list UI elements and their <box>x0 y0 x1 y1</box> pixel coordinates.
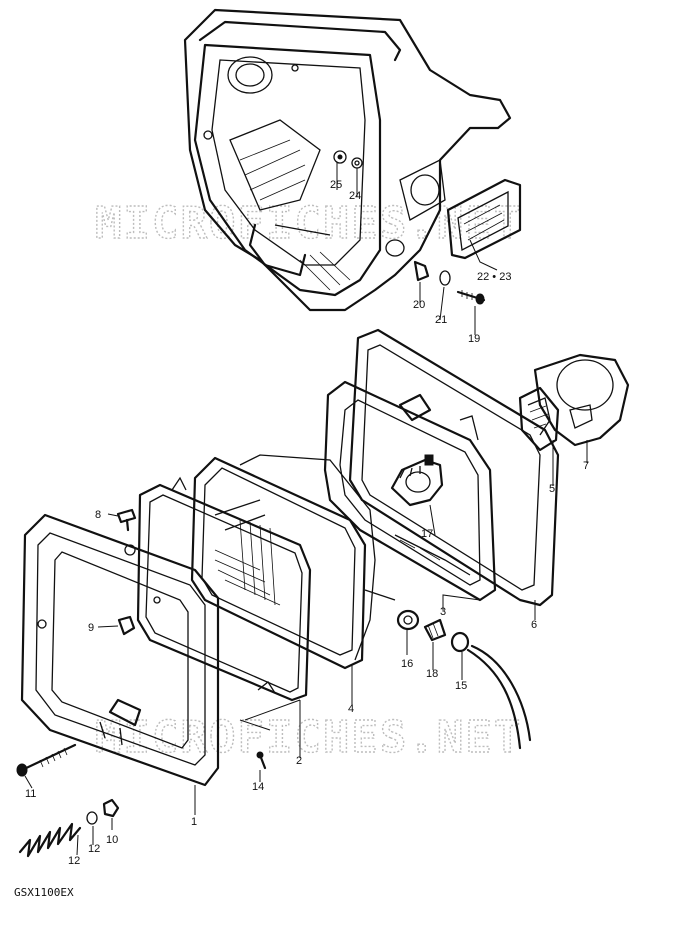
callout-17: 17 <box>421 528 433 540</box>
callout-12-washer: 12 <box>88 843 100 855</box>
bulb-18 <box>423 618 447 642</box>
washer-21 <box>439 270 451 286</box>
washer-12 <box>86 811 98 825</box>
headlamp-rim-1 <box>20 513 220 787</box>
leader-lines <box>24 162 588 856</box>
seal-rim-6 <box>348 328 560 607</box>
callout-4: 4 <box>348 703 354 715</box>
retaining-ring-2 <box>136 476 312 702</box>
emblem-22-23 <box>446 178 522 260</box>
callout-11: 11 <box>25 788 36 800</box>
callout-5: 5 <box>549 483 555 495</box>
callout-6: 6 <box>531 619 537 631</box>
callout-22-23: 22 • 23 <box>477 271 511 283</box>
callout-20: 20 <box>413 299 425 311</box>
model-label: GSX1100EX <box>14 886 74 899</box>
nut-10 <box>102 798 120 818</box>
callout-12-spring: 12 <box>68 855 80 867</box>
callout-8: 8 <box>95 509 101 521</box>
adjusting-screw-11 <box>16 743 77 777</box>
callout-21: 21 <box>435 314 447 326</box>
callout-16: 16 <box>401 658 413 670</box>
callout-3: 3 <box>440 606 446 618</box>
grommet-20 <box>385 239 430 282</box>
callout-9: 9 <box>88 622 94 634</box>
nut-9 <box>117 615 136 636</box>
callout-14: 14 <box>252 781 264 793</box>
callout-1: 1 <box>191 816 197 828</box>
callout-2: 2 <box>296 755 302 767</box>
callout-24: 24 <box>349 190 361 202</box>
bulb-17 <box>390 454 444 507</box>
headlamp-housing <box>183 8 512 312</box>
callout-19: 19 <box>468 333 480 345</box>
callout-25: 25 <box>330 179 342 191</box>
screw-19 <box>456 290 486 305</box>
watermark-bottom: MICROFICHES.NET <box>95 712 522 763</box>
sealed-beam-4 <box>190 454 396 670</box>
callout-18: 18 <box>426 668 438 680</box>
screw-8 <box>116 508 137 532</box>
socket-5 <box>518 386 560 452</box>
callout-10: 10 <box>106 834 118 846</box>
spring-12 <box>18 822 82 858</box>
socket-15 <box>450 631 532 750</box>
washer-24 <box>351 157 363 169</box>
callout-labels: 25 24 22 • 23 20 21 19 5 7 17 3 6 8 9 4 … <box>25 179 589 867</box>
grommet-16 <box>396 609 420 631</box>
screw-14 <box>256 751 267 770</box>
callout-15: 15 <box>455 680 467 692</box>
mounting-frame-3 <box>323 380 497 602</box>
callout-7: 7 <box>583 460 589 472</box>
nut-25 <box>333 150 347 164</box>
dust-boot-7 <box>533 353 630 447</box>
